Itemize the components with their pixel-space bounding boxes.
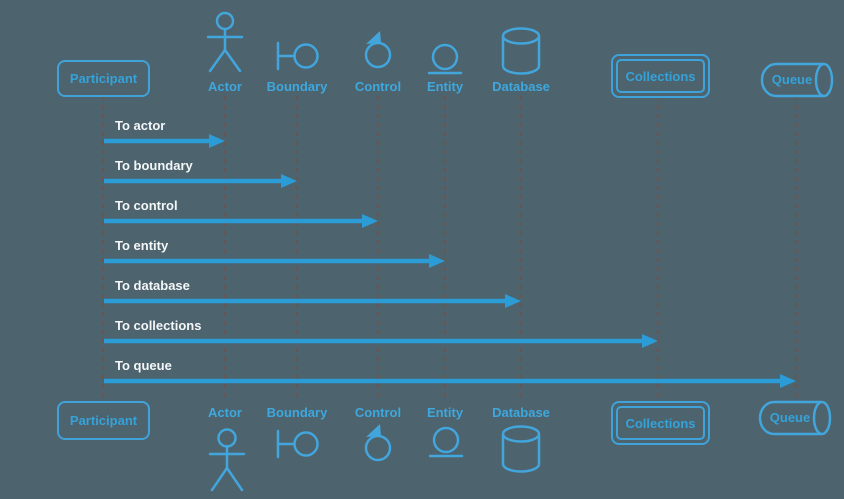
message-arrow-to-boundary bbox=[104, 174, 297, 188]
queue-label-bottom: Queue bbox=[769, 410, 811, 425]
participant-label: Participant bbox=[69, 413, 138, 428]
message-label-to-boundary: To boundary bbox=[115, 158, 193, 173]
message-arrow-to-queue bbox=[104, 374, 796, 388]
message-label-to-queue: To queue bbox=[115, 358, 172, 373]
database-cylinder-icon-bottom bbox=[501, 425, 541, 473]
actor-label-bottom: Actor bbox=[208, 405, 242, 420]
actor-label-top: Actor bbox=[208, 79, 242, 94]
control-icon-top bbox=[364, 31, 392, 69]
entity-label-bottom: Entity bbox=[426, 405, 464, 420]
message-label-to-actor: To actor bbox=[115, 118, 166, 133]
collections-box-top: Collections bbox=[611, 54, 710, 98]
boundary-icon-bottom bbox=[276, 429, 319, 459]
boundary-icon-top bbox=[276, 41, 319, 71]
message-label-to-database: To database bbox=[115, 278, 190, 293]
collections-label: Collections bbox=[625, 415, 696, 431]
entity-icon-bottom bbox=[428, 426, 464, 458]
collections-box-bottom: Collections bbox=[611, 401, 710, 445]
message-arrows bbox=[104, 134, 796, 388]
message-arrow-to-control bbox=[104, 214, 378, 228]
entity-icon-top bbox=[427, 43, 463, 75]
database-cylinder-icon-top bbox=[501, 27, 541, 75]
message-arrow-to-entity bbox=[104, 254, 445, 268]
control-icon-bottom bbox=[364, 424, 392, 462]
boundary-label-bottom: Boundary bbox=[266, 405, 328, 420]
queue-cylinder-icon-top bbox=[760, 62, 834, 98]
message-arrow-to-database bbox=[104, 294, 521, 308]
collections-box-inner: Collections bbox=[616, 59, 705, 93]
boundary-label-top: Boundary bbox=[266, 79, 328, 94]
participant-box-top: Participant bbox=[57, 60, 150, 97]
participant-box-bottom: Participant bbox=[57, 401, 150, 440]
queue-cylinder-icon-bottom bbox=[758, 400, 832, 436]
lifelines bbox=[102, 96, 797, 401]
participant-label: Participant bbox=[69, 71, 138, 86]
actor-stick-figure-icon-top bbox=[206, 11, 244, 73]
collections-box-inner: Collections bbox=[616, 406, 705, 440]
database-label-top: Database bbox=[492, 79, 550, 94]
queue-label-top: Queue bbox=[771, 72, 813, 87]
message-arrow-to-collections bbox=[104, 334, 658, 348]
message-label-to-collections: To collections bbox=[115, 318, 202, 333]
collections-label: Collections bbox=[625, 68, 696, 84]
database-label-bottom: Database bbox=[492, 405, 550, 420]
message-label-to-control: To control bbox=[115, 198, 178, 213]
message-label-to-entity: To entity bbox=[115, 238, 169, 253]
message-arrow-to-actor bbox=[104, 134, 225, 148]
control-label-bottom: Control bbox=[354, 405, 402, 420]
entity-label-top: Entity bbox=[426, 79, 464, 94]
actor-stick-figure-icon-bottom bbox=[208, 428, 246, 492]
control-label-top: Control bbox=[354, 79, 402, 94]
